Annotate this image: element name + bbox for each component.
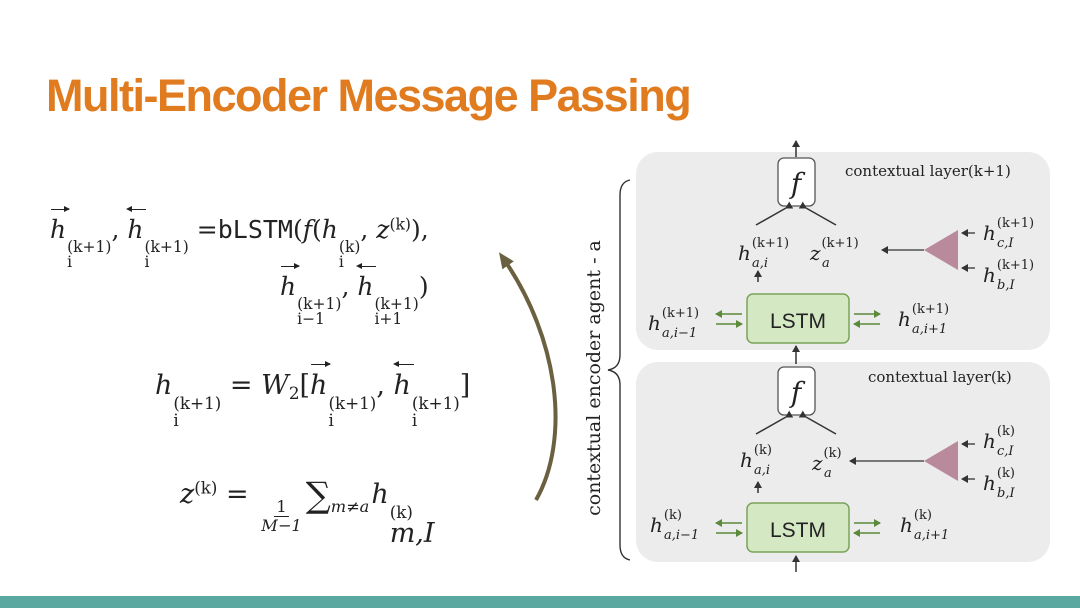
bottom-h-bI: h(k)b,I [983,466,1015,501]
sum-subscript: m≠a [330,496,370,516]
bottom-h-ai: h(k)a,i [740,443,772,478]
z-symbol: z [180,478,195,510]
paren: ( [292,215,303,244]
paren: ) [418,272,429,301]
subscript: i [338,253,344,272]
equals-sign: = [196,215,218,244]
bottom-lstm-box [746,502,850,553]
bottom-f-box [777,366,816,416]
bracket: ] [459,370,471,401]
side-label: contextual encoder agent - a [583,240,605,516]
top-h-aip1: h(k+1)a,i+1 [898,302,949,337]
bottom-h-aim1: h(k)a,i−1 [650,508,699,543]
bottom-layer-label: contextual layer(k) [868,368,1012,386]
bottom-lstm-label: LSTM [770,519,826,542]
top-layer-panel [636,152,1050,350]
blstm-operator: bLSTM [217,215,293,244]
top-f-box [777,157,816,207]
h-forward-symbol: h [280,263,301,301]
brace [607,179,631,561]
comma: , [376,370,385,401]
superscript: (k) [389,215,411,234]
h-forward-symbol: h [310,361,332,401]
message-flow-arrow [499,252,558,501]
subscript: m,I [389,518,435,550]
paren: ( [312,215,322,244]
bracket: [ [299,370,311,401]
top-h-bI: h(k+1)b,I [983,258,1034,293]
superscript: (k) [194,477,218,498]
top-h-cI: h(k+1)c,I [983,216,1034,251]
top-lstm-label: LSTM [770,310,826,333]
superscript: (k+1) [374,294,419,313]
bottom-aggregator-triangle [924,441,958,481]
fraction-numerator: 1 [274,496,289,517]
slide-title: Multi-Encoder Message Passing [46,70,692,121]
superscript: (k+1) [67,237,112,256]
equation-blstm-line2: h(k+1)i−1, h(k+1)i+1) [280,263,429,329]
top-layer-label: contextual layer(k+1) [845,162,1011,180]
fraction-denominator: M−1 [261,515,302,535]
bottom-h-aip1: h(k)a,i+1 [900,508,949,543]
subscript: 2 [288,383,300,404]
h-symbol: h [371,478,389,510]
subscript: i−1 [297,310,325,329]
top-h-aim1: h(k+1)a,i−1 [648,306,699,341]
superscript: (k) [389,501,413,522]
h-symbol: h [155,370,173,401]
superscript: (k+1) [411,392,460,413]
z-symbol: z [376,215,390,244]
h-forward-symbol: h [50,206,71,244]
h-backward-symbol: h [392,361,415,401]
equals-sign: = [226,478,249,510]
top-lstm-box [746,293,850,344]
subscript: i [67,253,73,272]
bottom-h-cI: h(k)c,I [983,424,1015,459]
equation-hidden-state: h(k+1)i = W2[h(k+1)i, h(k+1)i] [155,361,471,430]
top-h-ai: h(k+1)a,i [738,236,789,271]
sum-symbol: ∑ [305,475,331,516]
subscript: i [328,409,334,430]
closing-comma: ), [410,215,429,244]
superscript: (k) [338,237,361,256]
equals-sign: = [229,370,253,401]
top-z-a: z(k+1)a [809,236,859,271]
top-aggregator-triangle [924,230,958,270]
comma: , [360,215,369,244]
h-backward-symbol: h [126,206,147,244]
subscript: i [144,253,150,272]
subscript: i [173,409,179,430]
h-backward-symbol: h [356,263,377,301]
subscript: i [411,409,418,430]
equation-blstm-line1: h(k+1)i, h(k+1)i =bLSTM(f(h(k)i, z(k)), [50,206,429,272]
bottom-accent-bar [0,596,1080,608]
bottom-z-a: z(k)a [811,446,842,481]
h-symbol: h [321,215,338,244]
superscript: (k+1) [144,237,189,256]
f-symbol: f [302,215,313,244]
subscript: i+1 [374,310,403,329]
w-symbol: W [261,370,289,401]
superscript: (k+1) [328,392,377,413]
superscript: (k+1) [173,392,222,413]
superscript: (k+1) [297,294,342,313]
bottom-layer-panel [636,362,1050,562]
comma: , [111,215,120,244]
comma: , [341,272,350,301]
